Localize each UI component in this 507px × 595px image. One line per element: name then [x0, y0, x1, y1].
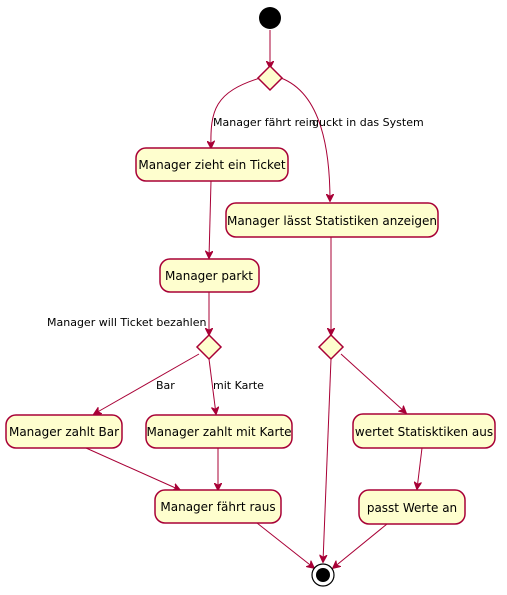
activity-label: Manager zahlt mit Karte [146, 425, 291, 439]
edge-passt-to-end [333, 523, 388, 568]
edge-decision1-to-ticket [211, 77, 261, 148]
activity-statistiken-anzeigen: Manager lässt Statistiken anzeigen [225, 202, 439, 238]
guard-bar: Bar [156, 379, 175, 392]
edges [85, 30, 423, 568]
guard-faehrt-rein: Manager fährt rein [213, 116, 316, 129]
activity-zieht-ticket: Manager zieht ein Ticket [135, 147, 289, 182]
activity-label: Manager zahlt Bar [9, 425, 119, 439]
activity-zahlt-karte: Manager zahlt mit Karte [145, 414, 293, 449]
decision-payment [195, 333, 223, 361]
activity-label: Manager zieht ein Ticket [138, 158, 285, 172]
edge-decision2-to-wertet [340, 353, 406, 413]
guard-guckt-system: guckt in das System [312, 116, 424, 129]
end-node [311, 563, 335, 587]
activity-label: passt Werte an [367, 501, 457, 515]
activity-parkt: Manager parkt [159, 258, 260, 293]
activity-label: Manager lässt Statistiken anzeigen [227, 214, 437, 228]
edge-ticket-to-parkt [209, 180, 211, 258]
activity-zahlt-bar: Manager zahlt Bar [5, 414, 123, 449]
decision-entry [256, 64, 284, 92]
edge-decision2-to-end [323, 358, 332, 562]
edge-decision3-to-karte [208, 358, 216, 414]
edge-faehrt-raus-to-end [256, 522, 314, 568]
activity-wertet-aus: wertet Statisktiken aus [352, 413, 496, 449]
guard-will-bezahlen: Manager will Ticket bezahlen [47, 316, 206, 329]
edge-decision1-to-statistiken [280, 77, 330, 201]
decision-statistics [317, 333, 345, 361]
activity-label: wertet Statisktiken aus [355, 425, 493, 439]
edge-bar-to-faehrt-raus [85, 447, 180, 490]
activity-label: Manager parkt [165, 269, 253, 283]
activity-faehrt-raus: Manager fährt raus [154, 489, 282, 524]
start-node [259, 7, 281, 29]
activity-label: Manager fährt raus [160, 500, 275, 514]
guard-mit-karte: mit Karte [213, 379, 264, 392]
activity-passt-an: passt Werte an [358, 489, 466, 525]
edge-decision3-to-bar [94, 353, 200, 414]
edge-wertet-to-passt [417, 447, 423, 489]
